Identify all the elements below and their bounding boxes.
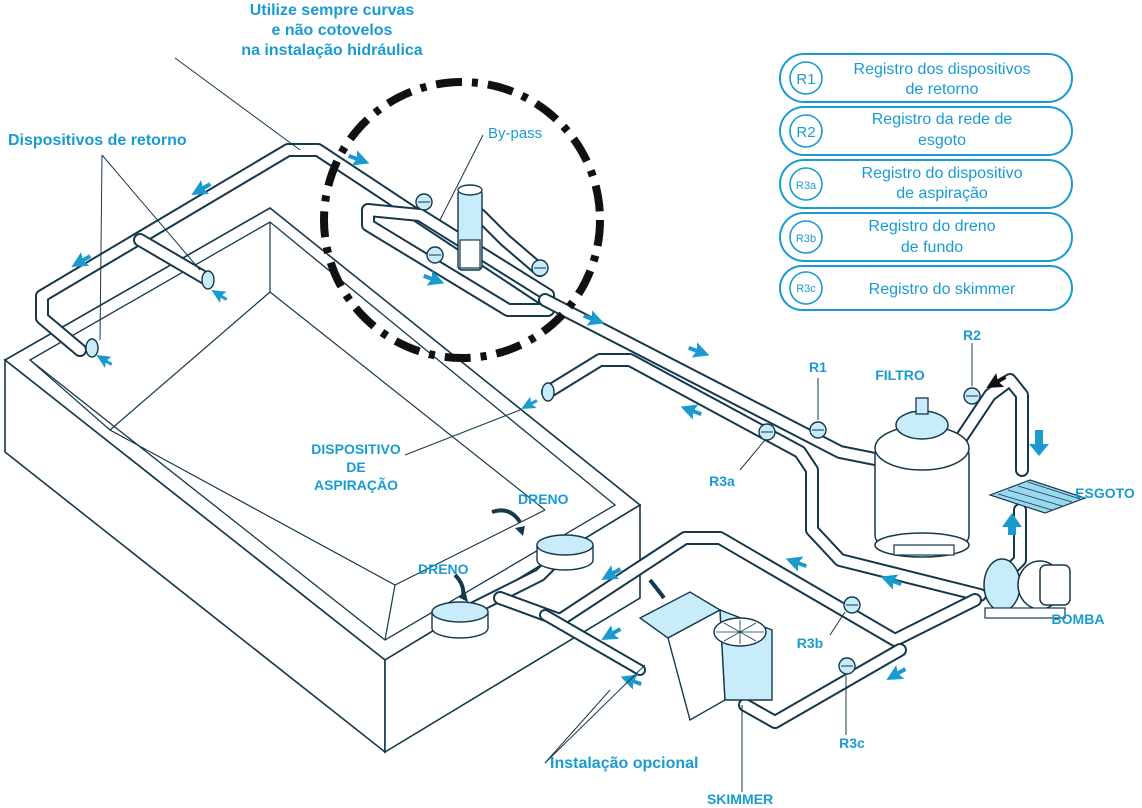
label-r3a: R3a (709, 473, 735, 489)
legend-line-1: Registro da rede de (872, 111, 1013, 128)
filter (874, 397, 970, 558)
return-pipe (35, 143, 552, 357)
bypass-pipe (361, 203, 555, 317)
legend-item-r2: R2 Registro da rede de esgoto (779, 106, 1073, 156)
legend-line-1: Registro dos dispositivos (854, 61, 1031, 78)
label-instalacao-opcional: Instalação opcional (550, 755, 698, 772)
return-device-1 (85, 338, 99, 358)
legend-line-2: de aspiração (896, 185, 988, 202)
legend-line-2: esgoto (918, 132, 966, 149)
sewer-grate (988, 479, 1087, 514)
note-line-3: na instalação hidráulica (241, 42, 423, 59)
pump (983, 558, 1071, 619)
legend-line-2: de retorno (906, 81, 979, 98)
label-bypass: By-pass (488, 125, 542, 142)
legend-item-r3a: R3a Registro do dispositivo de aspiração (779, 159, 1073, 209)
annotations: Utilize sempre curvas e não cotovelos na… (8, 2, 1135, 807)
bypass-device (457, 184, 483, 271)
legend-line-1: Registro do dreno (868, 218, 995, 235)
valve-r3b (843, 596, 861, 614)
label-r3b: R3b (797, 635, 823, 651)
legend-code: R3c (796, 283, 816, 295)
return-fittings (85, 270, 555, 402)
flow-arrows (71, 150, 1049, 690)
label-r1: R1 (809, 359, 827, 375)
label-aspiracao-2: DE (346, 459, 365, 475)
label-r3c: R3c (839, 735, 865, 751)
skimmer (638, 591, 773, 722)
legend-line-1: Registro do skimmer (869, 281, 1016, 298)
valves (415, 193, 981, 675)
legend-code-badge (789, 61, 823, 95)
aspiration-pipe (541, 353, 987, 602)
valve-r2 (963, 387, 981, 405)
main-line (538, 293, 897, 469)
aspiration-device (541, 382, 555, 402)
label-dreno-left: DRENO (418, 561, 469, 577)
label-aspiracao-1: DISPOSITIVO (311, 441, 401, 457)
skimmer-pipe (539, 609, 907, 729)
legend: R1 Registro dos dispositivos de retorno … (779, 53, 1073, 311)
legend-item-r1: R1 Registro dos dispositivos de retorno (779, 53, 1073, 103)
label-dreno-top: DRENO (518, 491, 569, 507)
legend-line-1: Registro do dispositivo (862, 165, 1023, 182)
pipe-network (35, 143, 1029, 729)
valve-bypass-3 (531, 259, 549, 277)
sewer-down-arrow (1029, 430, 1049, 456)
valve-bypass-2 (426, 246, 444, 264)
valve-bypass-1 (415, 193, 433, 211)
label-esgoto: ESGOTO (1075, 485, 1135, 501)
legend-line-2: de fundo (901, 239, 963, 256)
return-device-2 (201, 270, 215, 290)
legend-code: R1 (796, 71, 815, 88)
drain-top (536, 534, 594, 571)
legend-code-badge (789, 167, 823, 201)
bypass-highlight-circle (320, 78, 604, 362)
label-filtro: FILTRO (875, 367, 925, 383)
leader-lines (99, 57, 973, 792)
label-skimmer: SKIMMER (707, 791, 773, 807)
label-aspiracao-3: ASPIRAÇÃO (314, 476, 398, 493)
note-line-2: e não cotovelos (272, 22, 393, 39)
legend-code-badge (789, 271, 823, 305)
legend-item-r3c: R3c Registro do skimmer (779, 265, 1073, 311)
label-dispositivos-retorno: Dispositivos de retorno (8, 132, 187, 149)
drain-left (431, 601, 489, 639)
label-bomba: BOMBA (1052, 611, 1105, 627)
legend-code: R3b (796, 233, 816, 245)
legend-code-badge (789, 220, 823, 254)
legend-item-r3b: R3b Registro do dreno de fundo (779, 212, 1073, 262)
note-line-1: Utilize sempre curvas (250, 2, 415, 19)
legend-code-badge (789, 114, 823, 148)
valve-r1 (809, 421, 827, 439)
valve-r3a (758, 423, 776, 441)
legend-code: R3a (796, 180, 817, 192)
filter-valve-head (895, 410, 949, 440)
label-r2: R2 (963, 327, 981, 343)
legend-code: R2 (796, 124, 815, 141)
valve-r3c (838, 657, 856, 675)
